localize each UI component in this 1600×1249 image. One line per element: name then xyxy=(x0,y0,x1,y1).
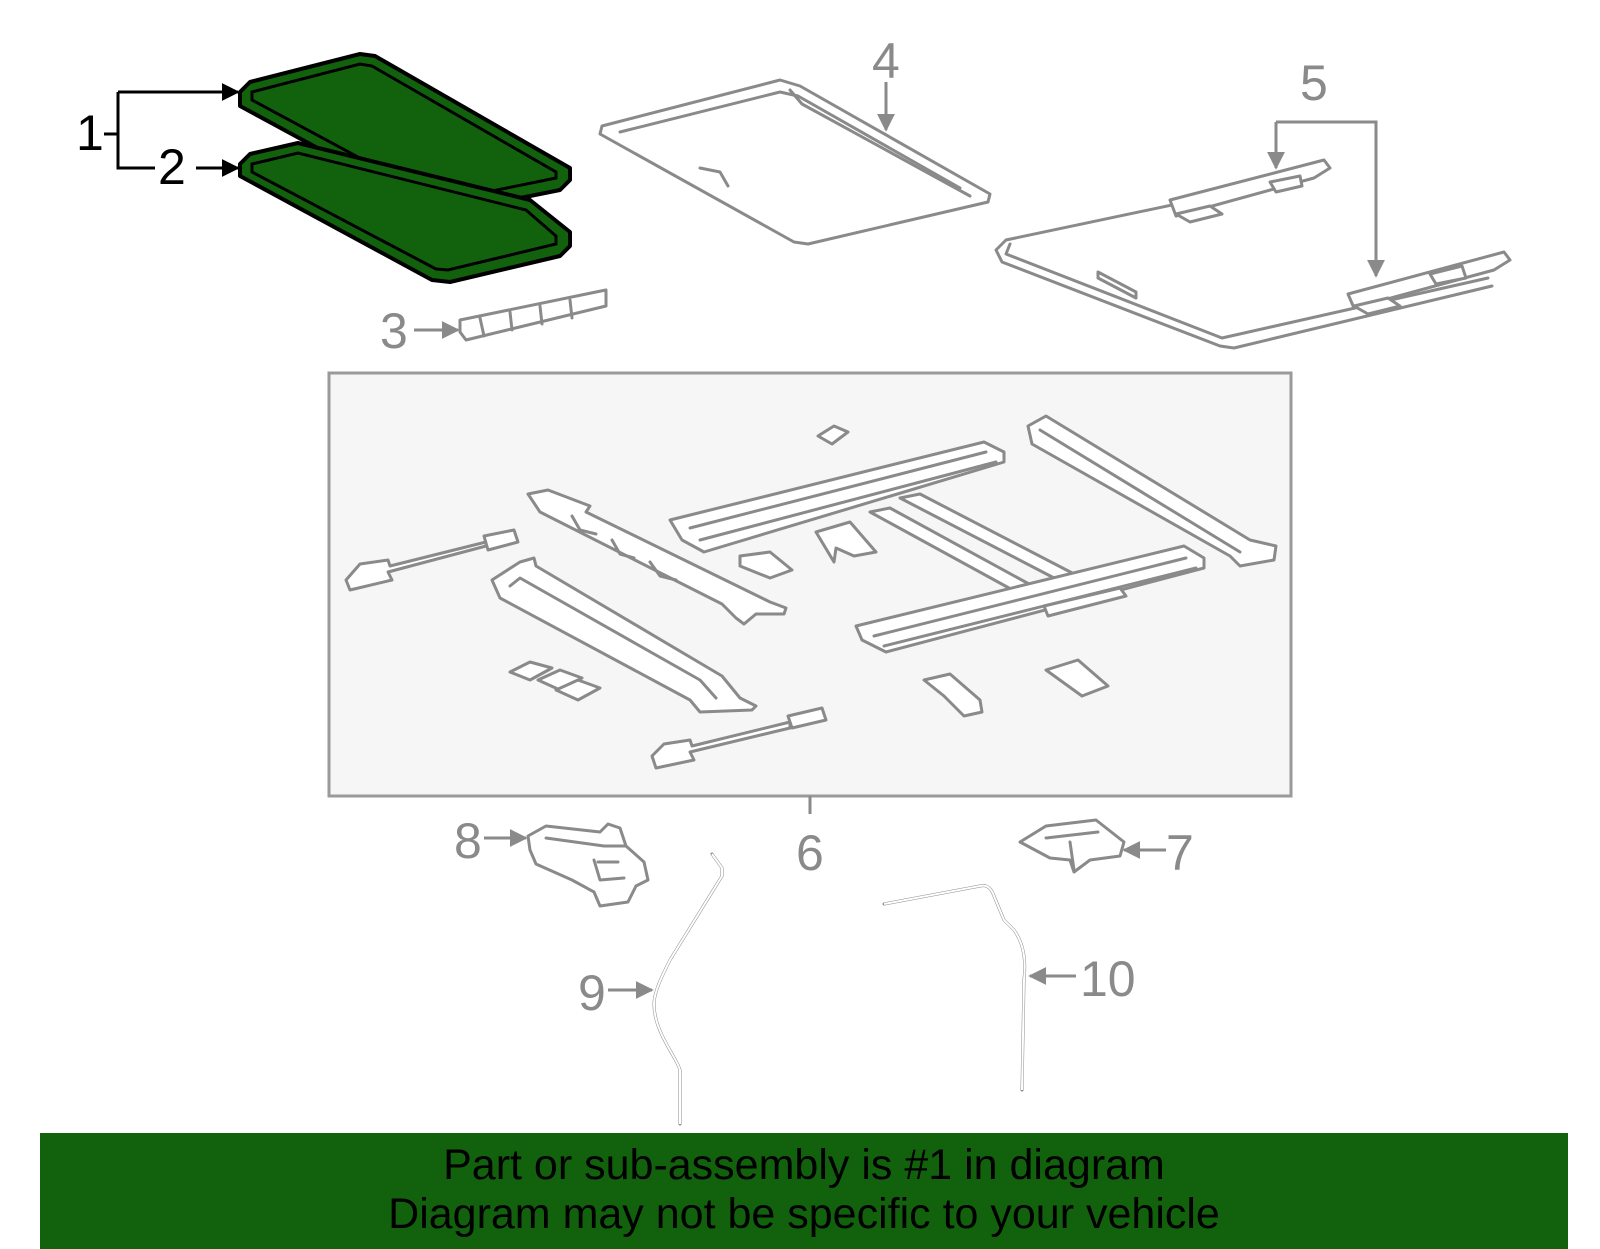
footer-line-2: Diagram may not be specific to your vehi… xyxy=(388,1190,1220,1238)
part-8-motor[interactable] xyxy=(526,822,650,908)
part-4-sunshade[interactable] xyxy=(598,78,992,246)
callout-label-3[interactable]: 3 xyxy=(380,303,408,359)
callout-label-8[interactable]: 8 xyxy=(454,813,482,869)
part-10-hose-inner xyxy=(883,884,1026,1091)
part-9-drain-hose[interactable] xyxy=(652,852,724,1126)
callout-label-10[interactable]: 10 xyxy=(1080,951,1136,1007)
callout-5-leader xyxy=(1276,120,1385,278)
part-2-sunroof-glass-assembly[interactable] xyxy=(238,141,572,284)
part-6-housing-components xyxy=(344,414,1278,770)
callout-label-5[interactable]: 5 xyxy=(1300,55,1328,111)
callout-label-4[interactable]: 4 xyxy=(872,33,900,89)
footer-line-1: Part or sub-assembly is #1 in diagram xyxy=(443,1141,1165,1189)
callout-label-2[interactable]: 2 xyxy=(158,139,186,195)
part-10-drain-hose[interactable] xyxy=(882,884,1027,1092)
callout-1-2-leaders xyxy=(104,83,240,177)
part-5-drain-frame-guides[interactable] xyxy=(994,158,1512,350)
callout-label-1[interactable]: 1 xyxy=(76,105,104,161)
callout-label-6[interactable]: 6 xyxy=(796,825,824,881)
callout-label-7[interactable]: 7 xyxy=(1166,825,1194,881)
part-9-hose-inner xyxy=(652,853,723,1124)
part-3-deflector[interactable] xyxy=(458,288,608,342)
callout-label-9[interactable]: 9 xyxy=(578,965,606,1021)
footer-banner: Part or sub-assembly is #1 in diagram Di… xyxy=(40,1133,1568,1249)
part-7-bracket[interactable] xyxy=(1018,818,1126,874)
